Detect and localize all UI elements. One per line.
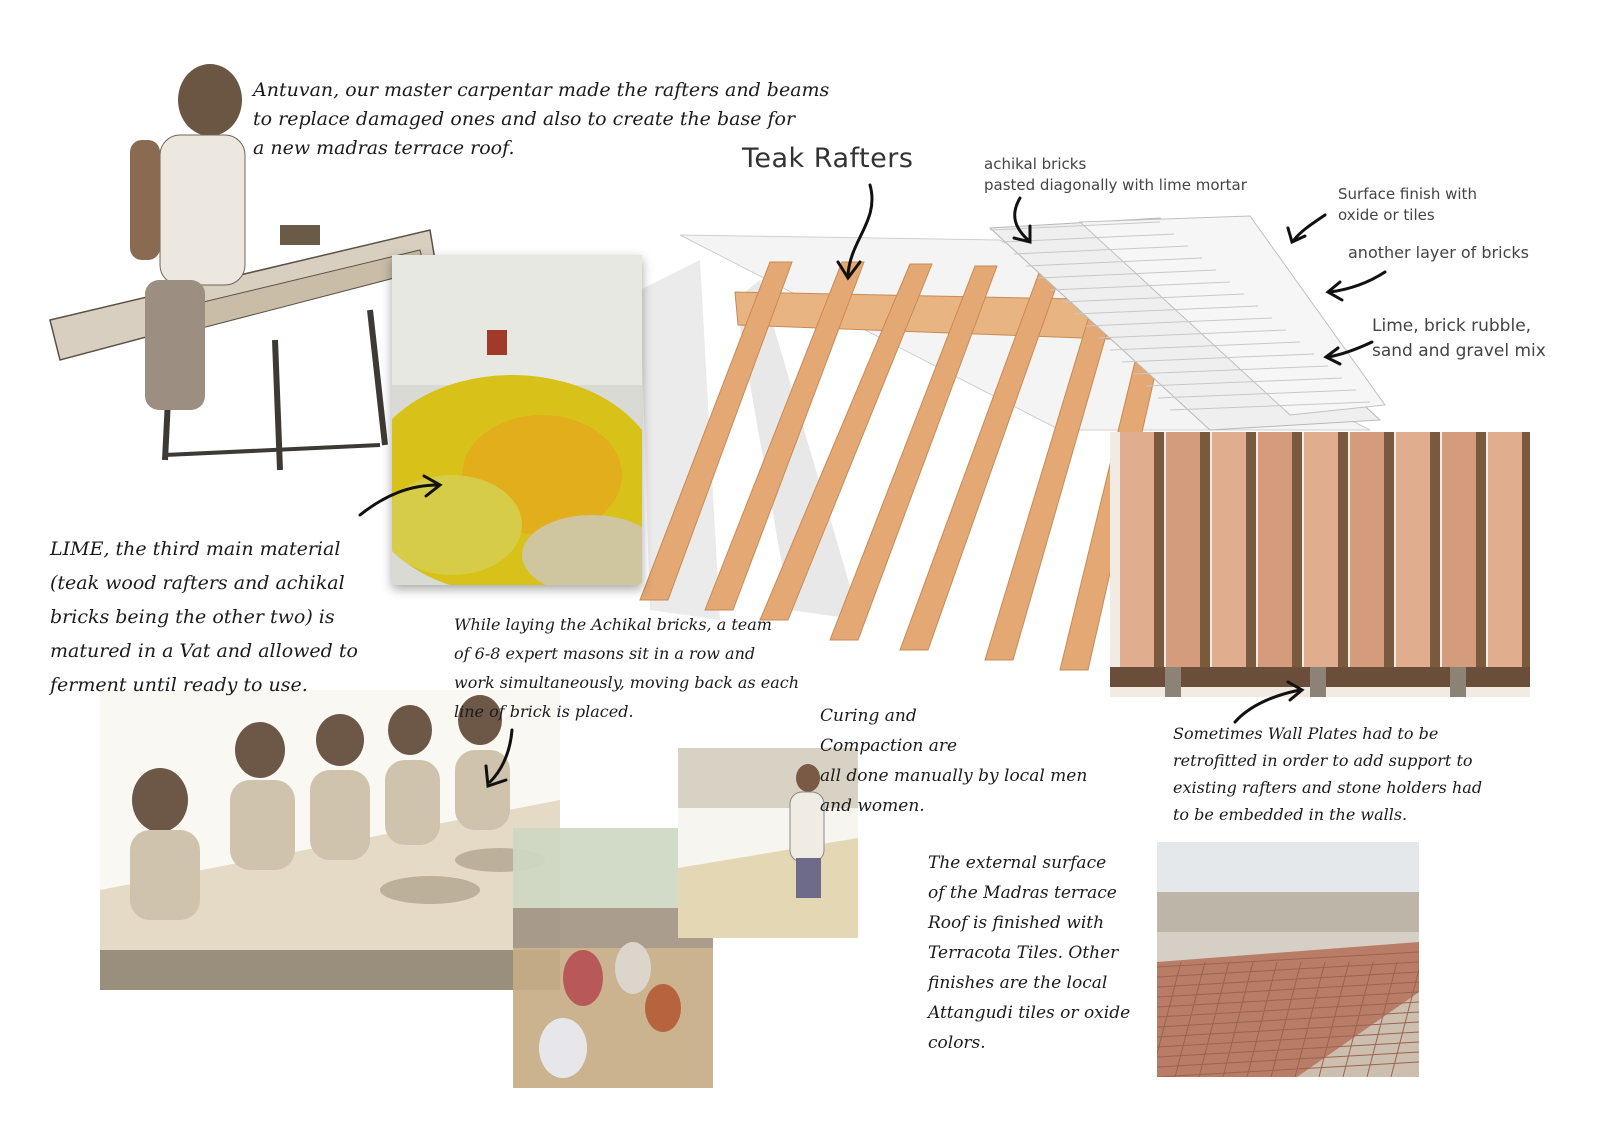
surface-finish-label: Surface finish with oxide or tiles [1338, 185, 1477, 224]
achikal-bricks-label: achikal bricks pasted diagonally with li… [984, 155, 1247, 194]
wall-face [735, 280, 860, 620]
lime-vat-photo [392, 255, 642, 585]
carpenter-sketch [40, 60, 440, 480]
wall-shadow [640, 260, 720, 620]
lime-caption: LIME, the third main material (teak wood… [50, 538, 358, 696]
brick-layers [988, 215, 1386, 431]
external-surface-caption: The external surface of the Madras terra… [928, 853, 1131, 1053]
masons-caption: While laying the Achikal bricks, a team … [454, 615, 799, 721]
another-layer-label: another layer of bricks [1348, 243, 1529, 262]
curing-caption: Curing and Compaction are all done manua… [820, 706, 1088, 816]
rafter [759, 263, 933, 621]
teak-rafters [639, 261, 1173, 671]
carpenter-illustration [49, 64, 436, 471]
rafter [829, 265, 998, 641]
ceiling-rafters-sketch [1110, 432, 1530, 697]
lime-mix-label: Lime, brick rubble, sand and gravel mix [1372, 316, 1546, 361]
masons-laying-bricks-sketch [100, 690, 560, 990]
rafter [639, 261, 793, 601]
curing-woman-sketch [678, 748, 858, 938]
wall-plates-caption: Sometimes Wall Plates had to be retrofit… [1173, 724, 1483, 824]
compaction-workers-photo [513, 828, 713, 1088]
teak-rafters-label: Teak Rafters [742, 143, 914, 174]
terracotta-tiles-photo [1157, 842, 1419, 1077]
carpenter-caption: Antuvan, our master carpentar made the r… [253, 79, 830, 159]
